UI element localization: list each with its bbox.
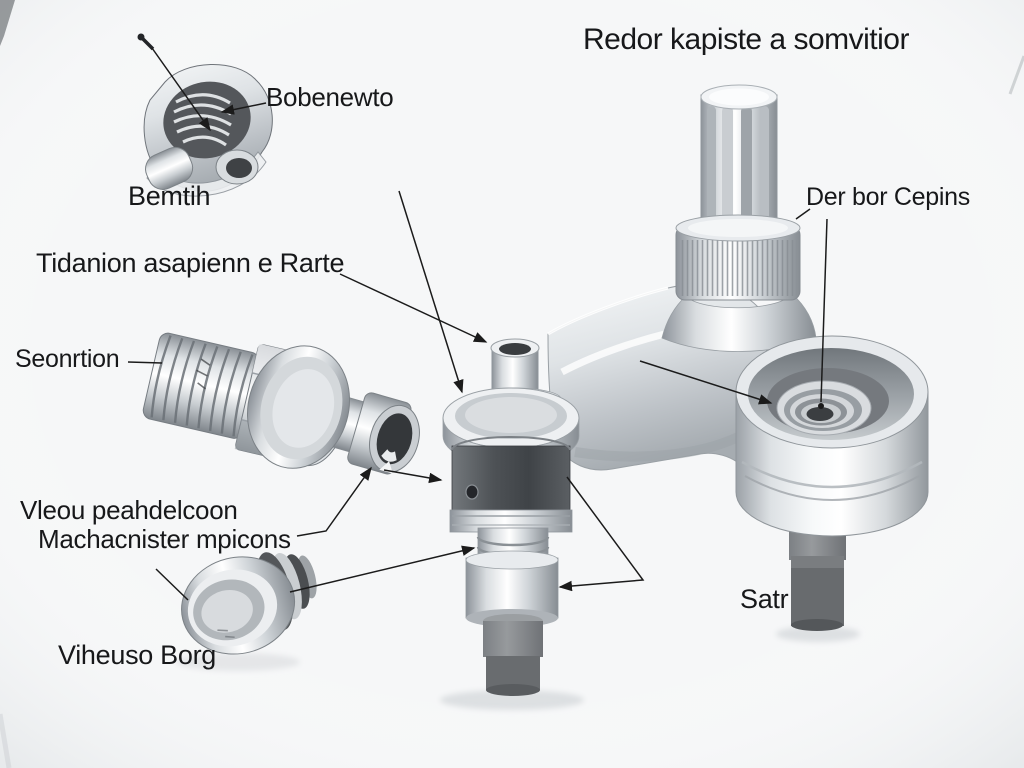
- callout-seonrtion: Seonrtion: [15, 345, 120, 373]
- thread-lines: [150, 335, 254, 437]
- callout-vleou: Vleou peahdelcoon: [20, 495, 238, 525]
- callout-tidanion: Tidanion asapienn e Rarte: [36, 248, 345, 278]
- diagram-title: Redor kapiste a somvitior: [583, 23, 909, 56]
- callout-satr: Satr: [740, 584, 789, 614]
- fluted-knob-shaft: [700, 84, 778, 232]
- callout-der-bor-cepins: Der bor Cepins: [806, 183, 970, 211]
- callout-bemtih: Bemtih: [128, 181, 211, 211]
- pin-head: [137, 33, 145, 41]
- knurled-ring: [675, 214, 801, 301]
- callout-bobenewto: Bobenewto: [266, 82, 394, 112]
- leader-lines: [127, 47, 828, 601]
- center-spindle-stack: [442, 338, 580, 696]
- callout-viheuso-borg: Viheuso Borg: [58, 640, 217, 670]
- clamp-part: [137, 33, 273, 197]
- main-bracket-assembly: [547, 84, 929, 631]
- funnel-bushing-part: [181, 552, 317, 655]
- part-shadows: [176, 626, 860, 710]
- cup-threads: [784, 389, 862, 431]
- callout-machacnister: Machacnister mpicons: [38, 524, 291, 554]
- threaded-cup-hub: [735, 335, 929, 537]
- flanged-fitting-part: [246, 345, 420, 475]
